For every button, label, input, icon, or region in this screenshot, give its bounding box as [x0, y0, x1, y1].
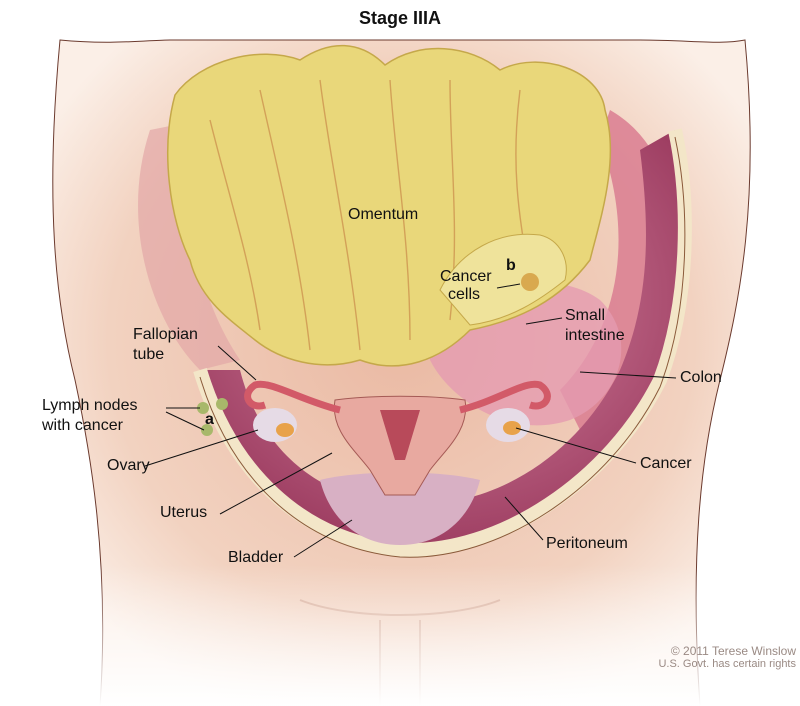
label-lymph-line2: with cancer	[42, 417, 123, 434]
label-ovary: Ovary	[107, 457, 150, 474]
copyright-line1: © 2011 Terese Winslow	[670, 644, 796, 658]
label-fallopian-line1: Fallopian	[133, 326, 198, 343]
label-lymph-line1: Lymph nodes	[42, 397, 138, 414]
label-uterus: Uterus	[160, 504, 208, 521]
label-small-intestine-line2: intestine	[565, 327, 625, 344]
label-omentum: Omentum	[348, 206, 419, 223]
label-small-intestine: Small intestine	[565, 306, 625, 346]
label-fallopian-tube: Fallopian tube	[133, 325, 198, 365]
label-cancer-cells-line2: cells	[448, 286, 481, 303]
label-small-intestine-line1: Small	[565, 307, 606, 324]
label-cancer-cells: Cancer cells	[440, 268, 492, 304]
copyright: © 2011 Terese Winslow U.S. Govt. has cer…	[622, 645, 796, 671]
label-peritoneum: Peritoneum	[546, 535, 628, 552]
label-lymph-nodes: Lymph nodes with cancer	[42, 396, 137, 436]
copyright-line2: U.S. Govt. has certain rights	[658, 658, 796, 670]
marker-a: a	[205, 411, 214, 428]
label-bladder: Bladder	[228, 549, 284, 566]
marker-b: b	[506, 257, 516, 274]
label-cancer: Cancer	[640, 455, 692, 472]
label-cancer-cells-line1: Cancer	[440, 268, 492, 285]
label-colon: Colon	[680, 369, 722, 386]
figure-title: Stage IIIA	[358, 8, 442, 28]
leader-lines	[144, 283, 677, 558]
label-fallopian-line2: tube	[133, 346, 165, 363]
